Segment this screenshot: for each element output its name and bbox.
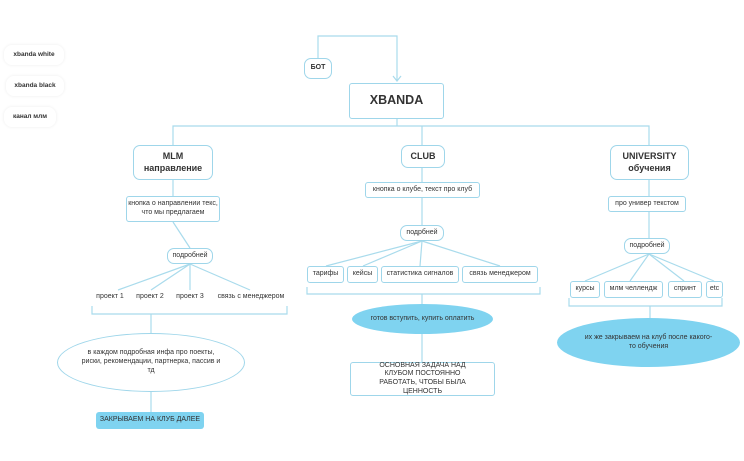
mlm-child-project-1[interactable]: проект 1	[96, 292, 124, 300]
xbanda-root-node[interactable]: XBANDA	[349, 83, 444, 119]
club-child-manager-contact[interactable]: связь менеджером	[462, 266, 538, 283]
mlm-info-text: в каждом подробная инфа про поекты, риск…	[81, 349, 221, 374]
club-main-task-note[interactable]: ОСНОВНАЯ ЗАДАЧА НАД КЛУБОМ ПОСТОЯННО РАБ…	[350, 362, 495, 396]
mlm-title-line2: направление	[143, 162, 203, 173]
club-join-ellipse[interactable]: готов вступить, купить оплатить	[352, 304, 493, 334]
club-child-cases[interactable]: кейсы	[347, 266, 378, 283]
mlm-cta-button[interactable]: ЗАКРЫВАЕМ НА КЛУБ ДАЛЕЕ	[96, 412, 204, 429]
club-desc-node[interactable]: кнопка о клубе, текст про клуб	[365, 182, 480, 198]
university-title-line2: обучения	[628, 162, 671, 173]
university-child-mlm-challenge[interactable]: млм челлендж	[604, 281, 663, 298]
club-node[interactable]: CLUB	[401, 145, 445, 168]
mlm-more-node[interactable]: подробней	[167, 248, 213, 264]
university-more-node[interactable]: подробней	[624, 238, 670, 254]
sidebar-item-xbanda-white[interactable]: xbanda white	[4, 45, 64, 65]
club-main-task-text: ОСНОВНАЯ ЗАДАЧА НАД КЛУБОМ ПОСТОЯННО РАБ…	[379, 361, 466, 395]
university-title-line1: UNIVERSITY	[622, 151, 677, 162]
university-close-text: их же закрываем на клуб после какого-то …	[584, 333, 713, 350]
club-child-signal-stats[interactable]: статистика сигналов	[381, 266, 459, 283]
club-more-node[interactable]: подрбней	[400, 225, 444, 241]
mlm-child-project-3[interactable]: проект 3	[176, 292, 204, 300]
mlm-title-line1: MLM	[162, 151, 184, 162]
university-desc-node[interactable]: про универ текстом	[608, 196, 686, 212]
bot-node[interactable]: БОТ	[304, 58, 332, 79]
mlm-child-manager-contact[interactable]: связь с менеджером	[217, 292, 285, 300]
mlm-child-project-2[interactable]: проект 2	[136, 292, 164, 300]
mlm-info-ellipse[interactable]: в каждом подробная инфа про поекты, риск…	[57, 333, 245, 392]
university-child-sprint[interactable]: спринт	[668, 281, 702, 298]
club-child-tariffs[interactable]: тарифы	[307, 266, 344, 283]
university-close-ellipse[interactable]: их же закрываем на клуб после какого-то …	[557, 318, 740, 367]
university-node[interactable]: UNIVERSITY обучения	[610, 145, 689, 180]
sidebar-item-kanal-mlm[interactable]: канал млм	[4, 107, 56, 127]
mlm-desc-node[interactable]: кнопка о направлении текс, что мы предла…	[126, 196, 220, 222]
mlm-node[interactable]: MLM направление	[133, 145, 213, 180]
university-child-etc[interactable]: etc	[706, 281, 723, 298]
sidebar-item-xbanda-black[interactable]: xbanda black	[6, 76, 64, 96]
university-child-courses[interactable]: курсы	[570, 281, 600, 298]
